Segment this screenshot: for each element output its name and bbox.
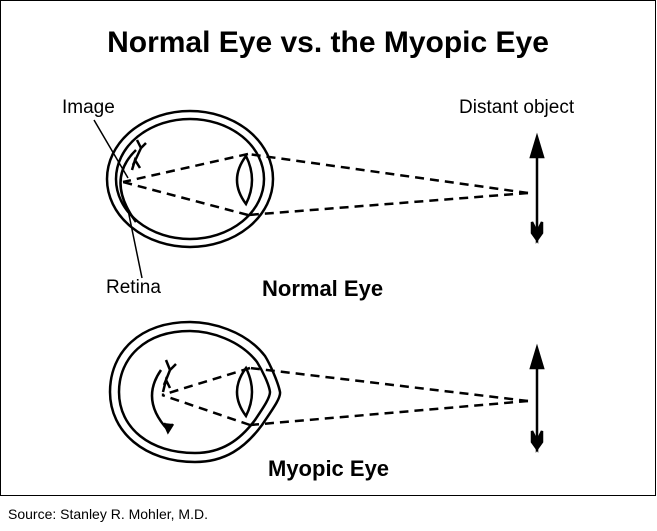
image-label: Image	[62, 97, 115, 119]
myopic-eye	[110, 322, 543, 462]
retina-label: Retina	[106, 277, 161, 299]
myopic-distant-object-arrow	[531, 348, 543, 449]
myopic-eye-outer-wall	[110, 322, 280, 462]
myopic-eye-caption: Myopic Eye	[268, 456, 389, 482]
myopic-eye-inner-wall	[119, 331, 270, 453]
normal-eye-caption: Normal Eye	[262, 276, 383, 302]
myopic-eye-lens	[237, 368, 252, 416]
normal-eye-lens	[237, 156, 252, 204]
myopic-eye-image-tail	[164, 423, 173, 432]
normal-eye-image-arrow	[132, 140, 146, 170]
myopic-eye-light-rays	[162, 368, 528, 425]
normal-eye	[94, 111, 543, 278]
normal-eye-light-rays	[123, 154, 528, 215]
distant-object-label: Distant object	[459, 97, 574, 119]
image-leader-line	[94, 120, 128, 178]
myopic-eye-image-arrow	[163, 360, 176, 392]
normal-distant-object-arrow	[531, 137, 543, 240]
source-citation: Source: Stanley R. Mohler, M.D.	[8, 506, 208, 522]
